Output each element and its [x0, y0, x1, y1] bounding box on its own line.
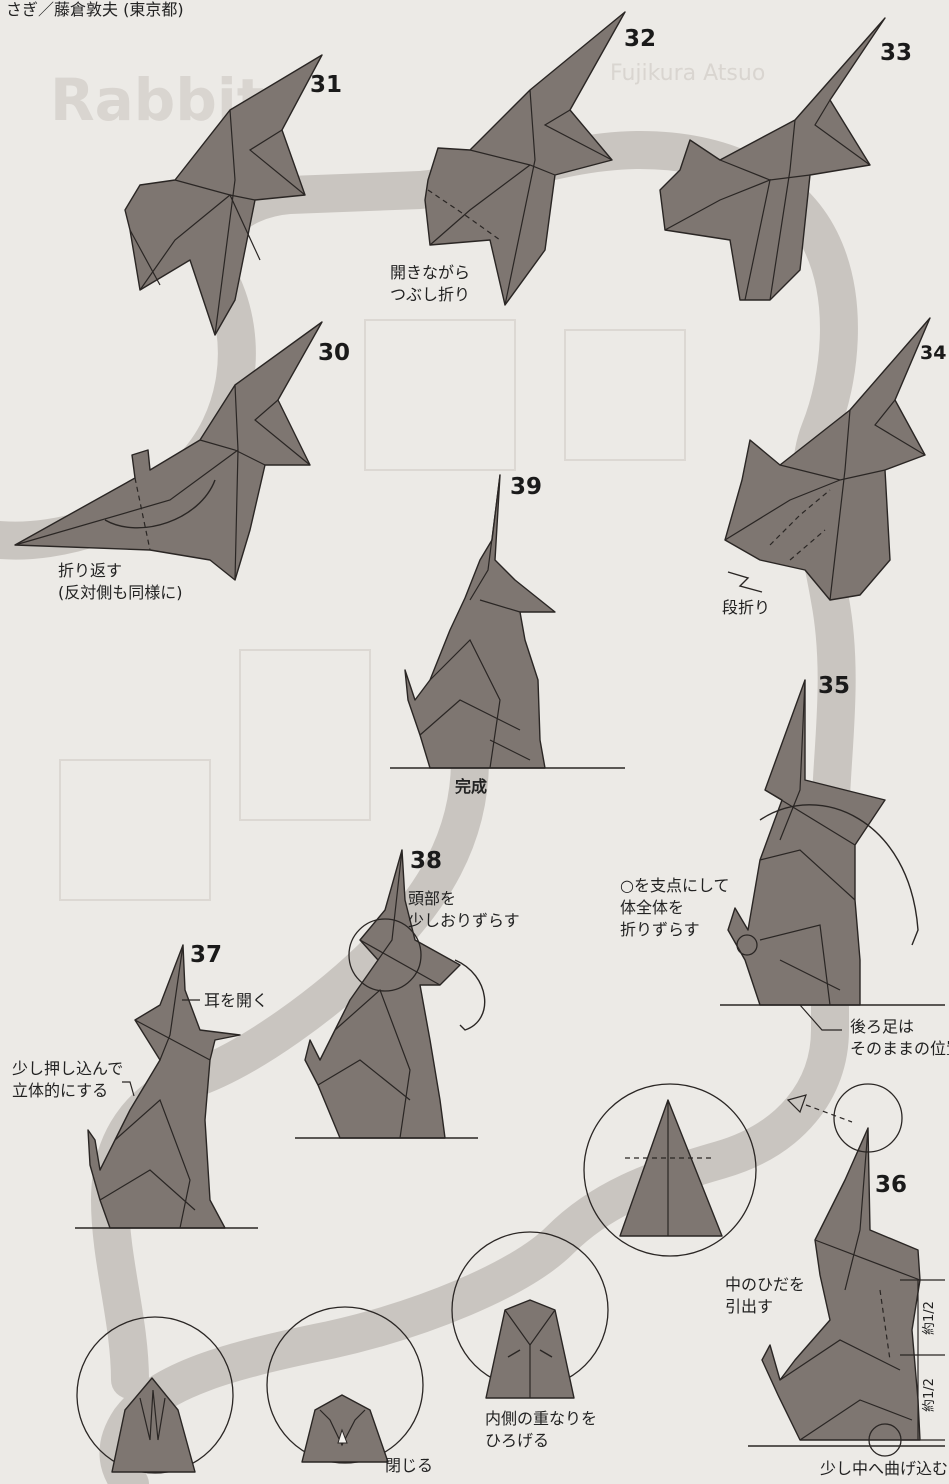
detail-circle-4 — [583, 1083, 757, 1257]
step-number-32: 32 — [624, 26, 657, 52]
detail-circle-1 — [76, 1316, 234, 1474]
step-number-39: 39 — [510, 474, 543, 500]
step-32-figure — [424, 11, 626, 306]
background-ghost-lines — [59, 319, 686, 901]
step-number-33: 33 — [880, 40, 913, 66]
step-number-30: 30 — [318, 340, 351, 366]
step-34-note: 段折り — [722, 598, 771, 617]
step-37-note2: 少し押し込んで 立体的にする — [12, 1059, 124, 1100]
step-34-figure — [724, 317, 931, 601]
step-36-note2: 少し中へ曲げ込む — [820, 1459, 949, 1478]
step-38-note: 頭部を 少しおりずらす — [408, 889, 520, 930]
detail-circle-3 — [451, 1231, 609, 1399]
step-number-31: 31 — [310, 72, 343, 98]
step-30-note: 折り返す (反対側も同様に) — [58, 561, 183, 602]
step-37-note: 耳を開く — [204, 991, 269, 1010]
step-35-note2: 後ろ足は そのままの位置 — [850, 1017, 949, 1058]
step-31-figure — [124, 54, 323, 336]
step-number-38: 38 — [410, 848, 443, 874]
step-36-ratio-1: 約1/2 — [922, 1301, 937, 1335]
step-33-figure — [659, 17, 886, 301]
step-36-note: 中のひだを 引出す — [725, 1275, 806, 1316]
page-header: さぎ／藤倉敦夫 (東京都) — [6, 0, 184, 19]
step-30-figure — [14, 321, 323, 581]
detail-circle-2 — [266, 1306, 424, 1464]
step-39-note: 完成 — [455, 777, 488, 796]
step-39-figure — [390, 474, 625, 769]
step-number-34: 34 — [920, 342, 947, 364]
step-number-36: 36 — [875, 1172, 908, 1198]
detail-spread-label: 内側の重なりを ひろげる — [485, 1409, 598, 1450]
step-number-35: 35 — [818, 673, 851, 699]
background-author: Fujikura Atsuo — [610, 61, 765, 86]
step-36-figure — [748, 1083, 945, 1457]
detail-close-label: 閉じる — [385, 1456, 434, 1475]
step-number-37: 37 — [190, 942, 223, 968]
step-35-figure — [720, 679, 945, 1031]
step-38-figure — [295, 849, 486, 1139]
step-37-figure — [75, 944, 258, 1229]
step-36-ratio-2: 約1/2 — [922, 1378, 937, 1412]
step-32-note: 開きながら つぶし折り — [390, 263, 471, 304]
step-35-note: ○を支点にして 体全体を 折りずらす — [620, 876, 730, 939]
